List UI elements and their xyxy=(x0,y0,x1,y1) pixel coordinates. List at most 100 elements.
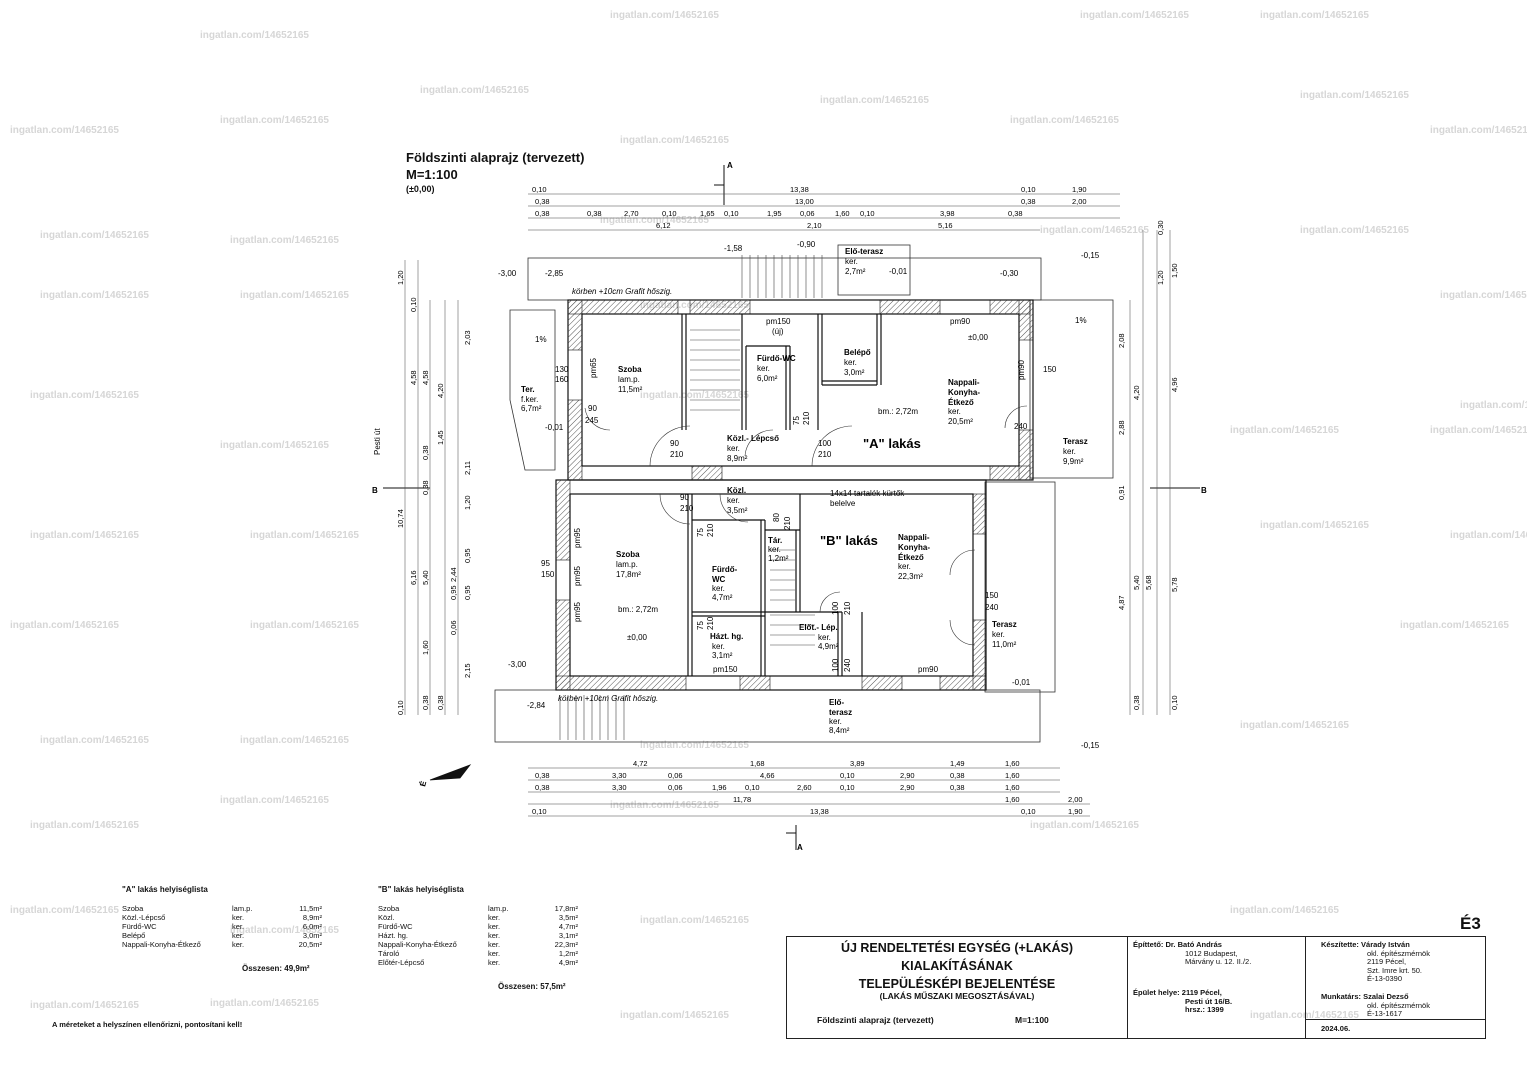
svg-text:1,96: 1,96 xyxy=(712,783,727,792)
room-area: 11,5m² xyxy=(299,904,322,913)
title-subject: Földszinti alaprajz (tervezett) xyxy=(817,1015,934,1025)
watermark-text: ingatlan.com/14652165 xyxy=(1240,720,1349,731)
svg-text:4,72: 4,72 xyxy=(633,759,648,768)
svg-text:-2,84: -2,84 xyxy=(527,701,546,710)
svg-text:ker.: ker. xyxy=(727,496,740,505)
svg-text:0,10: 0,10 xyxy=(662,209,677,218)
sheet-id: É3 xyxy=(1460,914,1481,933)
svg-text:3,98: 3,98 xyxy=(940,209,955,218)
title-line-2: KIALAKÍTÁSÁNAK xyxy=(901,959,1013,973)
wall-hatch xyxy=(555,299,1034,691)
svg-text:pm90: pm90 xyxy=(1017,359,1026,380)
svg-text:80: 80 xyxy=(772,513,781,522)
svg-text:A: A xyxy=(797,843,803,852)
svg-text:ker.: ker. xyxy=(768,545,781,554)
svg-text:0,38: 0,38 xyxy=(535,771,550,780)
svg-text:13,38: 13,38 xyxy=(810,807,829,816)
title-line-3: TELEPÜLÉSKÉPI BEJELENTÉSE xyxy=(858,977,1056,991)
floor-type: ker. xyxy=(488,940,501,949)
svg-text:-0,90: -0,90 xyxy=(797,240,816,249)
watermark-text: ingatlan.com/14652165 xyxy=(640,740,749,751)
svg-text:160: 160 xyxy=(555,375,569,384)
room-b-furdo: Fürdő- xyxy=(712,565,738,574)
svg-text:ker.: ker. xyxy=(757,364,770,373)
svg-text:100: 100 xyxy=(818,439,832,448)
svg-text:0,38: 0,38 xyxy=(950,783,965,792)
watermark-text: ingatlan.com/14652165 xyxy=(1250,1010,1359,1021)
svg-text:ker.: ker. xyxy=(712,584,725,593)
svg-text:0,95: 0,95 xyxy=(449,585,458,600)
svg-text:13,38: 13,38 xyxy=(790,185,809,194)
svg-text:2,88: 2,88 xyxy=(1117,420,1126,435)
watermark-text: ingatlan.com/14652165 xyxy=(1080,10,1189,21)
svg-text:1,45: 1,45 xyxy=(436,430,445,445)
svg-text:4,9m²: 4,9m² xyxy=(818,642,839,651)
room-area: 6,0m² xyxy=(302,922,322,931)
svg-text:2,15: 2,15 xyxy=(463,663,472,678)
svg-text:4,96: 4,96 xyxy=(1170,377,1179,392)
svg-text:150: 150 xyxy=(541,570,555,579)
svg-text:ker.: ker. xyxy=(948,407,961,416)
svg-text:terasz: terasz xyxy=(829,708,852,717)
svg-text:±0,00: ±0,00 xyxy=(968,333,989,342)
floor-type: ker. xyxy=(488,922,501,931)
svg-text:1,2m²: 1,2m² xyxy=(768,554,789,563)
svg-text:0,10: 0,10 xyxy=(1170,695,1179,710)
watermark-text: ingatlan.com/14652165 xyxy=(250,530,359,541)
title-line-4: (LAKÁS MŰSZAKI MEGOSZTÁSÁVAL) xyxy=(879,991,1035,1001)
svg-text:-0,01: -0,01 xyxy=(545,423,564,432)
watermark-text: ingatlan.com/14652165 xyxy=(610,800,719,811)
watermark-text: ingatlan.com/14652165 xyxy=(10,620,119,631)
svg-text:0,10: 0,10 xyxy=(532,807,547,816)
svg-text:14x14 tartalék kürtők: 14x14 tartalék kürtők xyxy=(830,489,905,498)
floor-type: lam.p. xyxy=(488,904,509,913)
svg-text:pm150: pm150 xyxy=(713,665,738,674)
watermark-text: ingatlan.com/14652165 xyxy=(1040,225,1149,236)
svg-text:0,10: 0,10 xyxy=(840,771,855,780)
svg-text:240: 240 xyxy=(985,603,999,612)
svg-text:ker.: ker. xyxy=(712,642,725,651)
watermark-text: ingatlan.com/14652165 xyxy=(1430,125,1527,136)
svg-text:1,20: 1,20 xyxy=(1156,270,1165,285)
svg-text:bm.: 2,72m: bm.: 2,72m xyxy=(618,605,658,614)
dims-top: 0,10 13,38 0,10 1,90 0,38 13,00 0,38 2,0… xyxy=(532,185,1087,230)
svg-text:0,38: 0,38 xyxy=(421,480,430,495)
svg-text:5,40: 5,40 xyxy=(1132,575,1141,590)
room-b-kozl: Közl. xyxy=(727,486,746,495)
svg-text:2,90: 2,90 xyxy=(900,783,915,792)
svg-text:11,0m²: 11,0m² xyxy=(992,640,1017,649)
dims-right: 0,30 1,20 1,50 2,08 2,88 4,20 4,96 0,91 … xyxy=(1117,220,1179,710)
svg-text:pm95: pm95 xyxy=(573,601,582,622)
room-b-szoba: Szoba xyxy=(616,550,640,559)
svg-text:0,38: 0,38 xyxy=(436,695,445,710)
svg-text:210: 210 xyxy=(680,504,694,513)
svg-text:210: 210 xyxy=(802,411,811,425)
svg-text:3,30: 3,30 xyxy=(612,783,627,792)
room-area: 4,7m² xyxy=(558,922,578,931)
svg-text:4,7m²: 4,7m² xyxy=(712,593,733,602)
room-list-b-title: "B" lakás helyiséglista xyxy=(378,885,464,894)
svg-text:100: 100 xyxy=(831,601,840,615)
watermark-text: ingatlan.com/14652165 xyxy=(30,820,139,831)
svg-text:75: 75 xyxy=(792,416,801,425)
floor-type: ker. xyxy=(488,949,501,958)
svg-text:245: 245 xyxy=(585,416,599,425)
svg-text:-0,30: -0,30 xyxy=(1000,269,1019,278)
svg-text:4,66: 4,66 xyxy=(760,771,775,780)
svg-text:ker.: ker. xyxy=(1063,447,1076,456)
watermark-text: ingatlan.com/14652165 xyxy=(1300,225,1409,236)
svg-text:11,78: 11,78 xyxy=(733,795,751,804)
room-a-ter: Ter. xyxy=(521,385,535,394)
svg-text:-2,85: -2,85 xyxy=(545,269,564,278)
svg-text:pm95: pm95 xyxy=(573,565,582,586)
svg-text:-0,15: -0,15 xyxy=(1081,251,1100,260)
watermark-text: ingatlan.com/14652165 xyxy=(230,235,339,246)
svg-text:0,10: 0,10 xyxy=(745,783,760,792)
svg-text:210: 210 xyxy=(818,450,832,459)
author-block: Készítette: Várady István okl. építészmé… xyxy=(1321,940,1430,983)
